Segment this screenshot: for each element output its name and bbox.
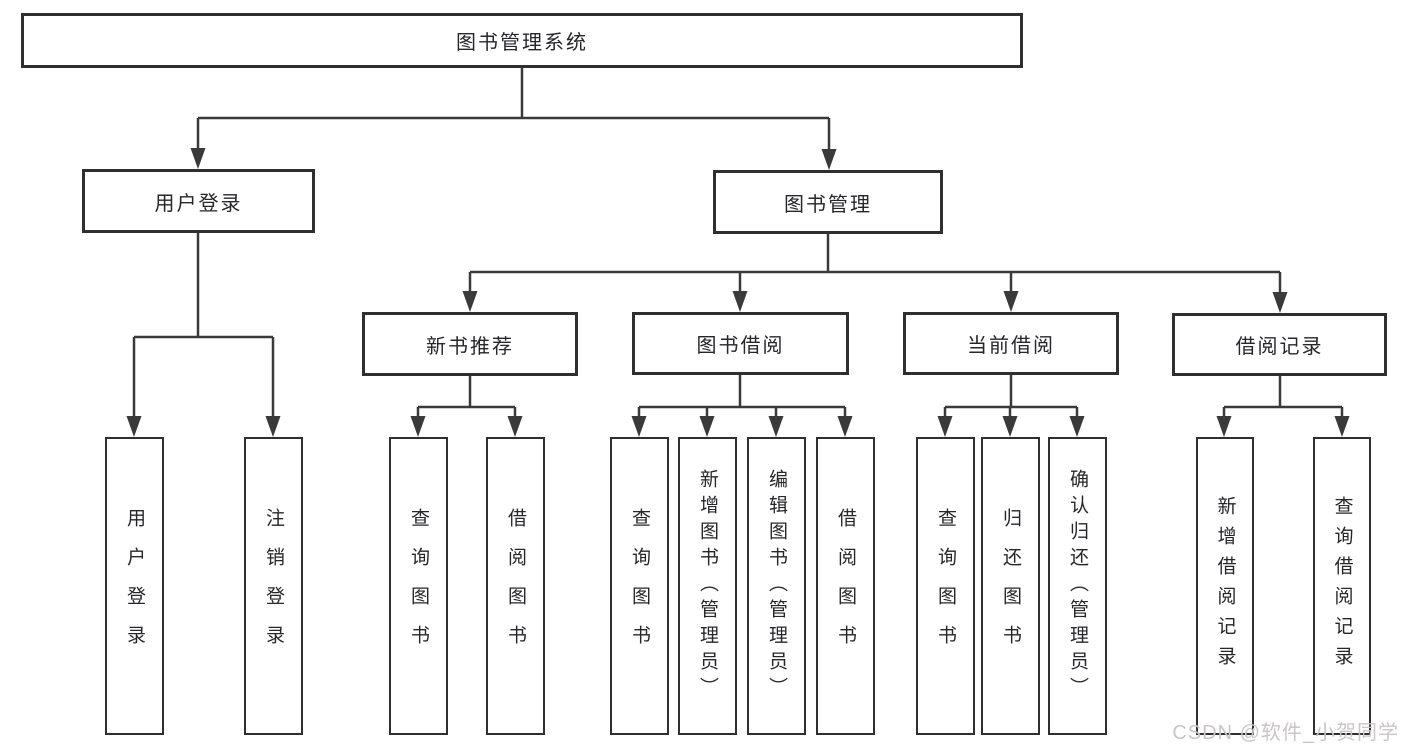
leaf-br-query-record: 查询借阅记录 <box>1313 437 1371 735</box>
leaf-bb-query-books: 查询图书 <box>610 437 669 735</box>
leaf-bb-add-books-admin-label: 新增图书（管理员） <box>697 469 718 703</box>
tree-node-borrow-records: 借阅记录 <box>1172 313 1387 376</box>
leaf-bb-edit-books-admin-label: 编辑图书（管理员） <box>766 469 787 703</box>
leaf-br-add-record: 新增借阅记录 <box>1196 437 1254 735</box>
leaf-br-add-record-label: 新增借阅记录 <box>1214 496 1236 676</box>
leaf-logout-label: 注销登录 <box>263 508 284 664</box>
leaf-user-login-label: 用户登录 <box>124 508 145 664</box>
leaf-cb-query-books: 查询图书 <box>916 437 975 735</box>
leaf-bb-borrow-books: 借阅图书 <box>816 437 875 735</box>
leaf-nb-query-books: 查询图书 <box>389 437 448 735</box>
leaf-cb-confirm-return-admin-label: 确认归还（管理员） <box>1067 469 1088 703</box>
tree-node-book-management: 图书管理 <box>713 170 943 234</box>
leaf-bb-borrow-books-label: 借阅图书 <box>835 508 856 664</box>
leaf-cb-query-books-label: 查询图书 <box>935 508 956 664</box>
leaf-logout: 注销登录 <box>244 437 303 735</box>
leaf-bb-query-books-label: 查询图书 <box>629 508 650 664</box>
leaf-user-login: 用户登录 <box>105 437 164 735</box>
tree-node-current-borrowing: 当前借阅 <box>903 312 1119 375</box>
csdn-watermark: CSDN @软件_小贺同学 <box>1172 722 1399 744</box>
leaf-br-query-record-label: 查询借阅记录 <box>1331 496 1353 676</box>
tree-node-book-borrowing: 图书借阅 <box>632 312 849 375</box>
leaf-cb-return-books-label: 归还图书 <box>1000 508 1021 664</box>
tree-node-user-login: 用户登录 <box>82 169 315 233</box>
leaf-nb-borrow-books-label: 借阅图书 <box>505 508 526 664</box>
tree-node-root-system: 图书管理系统 <box>21 13 1023 68</box>
leaf-nb-query-books-label: 查询图书 <box>408 508 429 664</box>
leaf-bb-edit-books-admin: 编辑图书（管理员） <box>747 437 806 735</box>
leaf-cb-return-books: 归还图书 <box>981 437 1040 735</box>
leaf-bb-add-books-admin: 新增图书（管理员） <box>678 437 737 735</box>
leaf-nb-borrow-books: 借阅图书 <box>486 437 545 735</box>
tree-node-new-book-recommend: 新书推荐 <box>362 312 578 376</box>
leaf-cb-confirm-return-admin: 确认归还（管理员） <box>1048 437 1107 735</box>
